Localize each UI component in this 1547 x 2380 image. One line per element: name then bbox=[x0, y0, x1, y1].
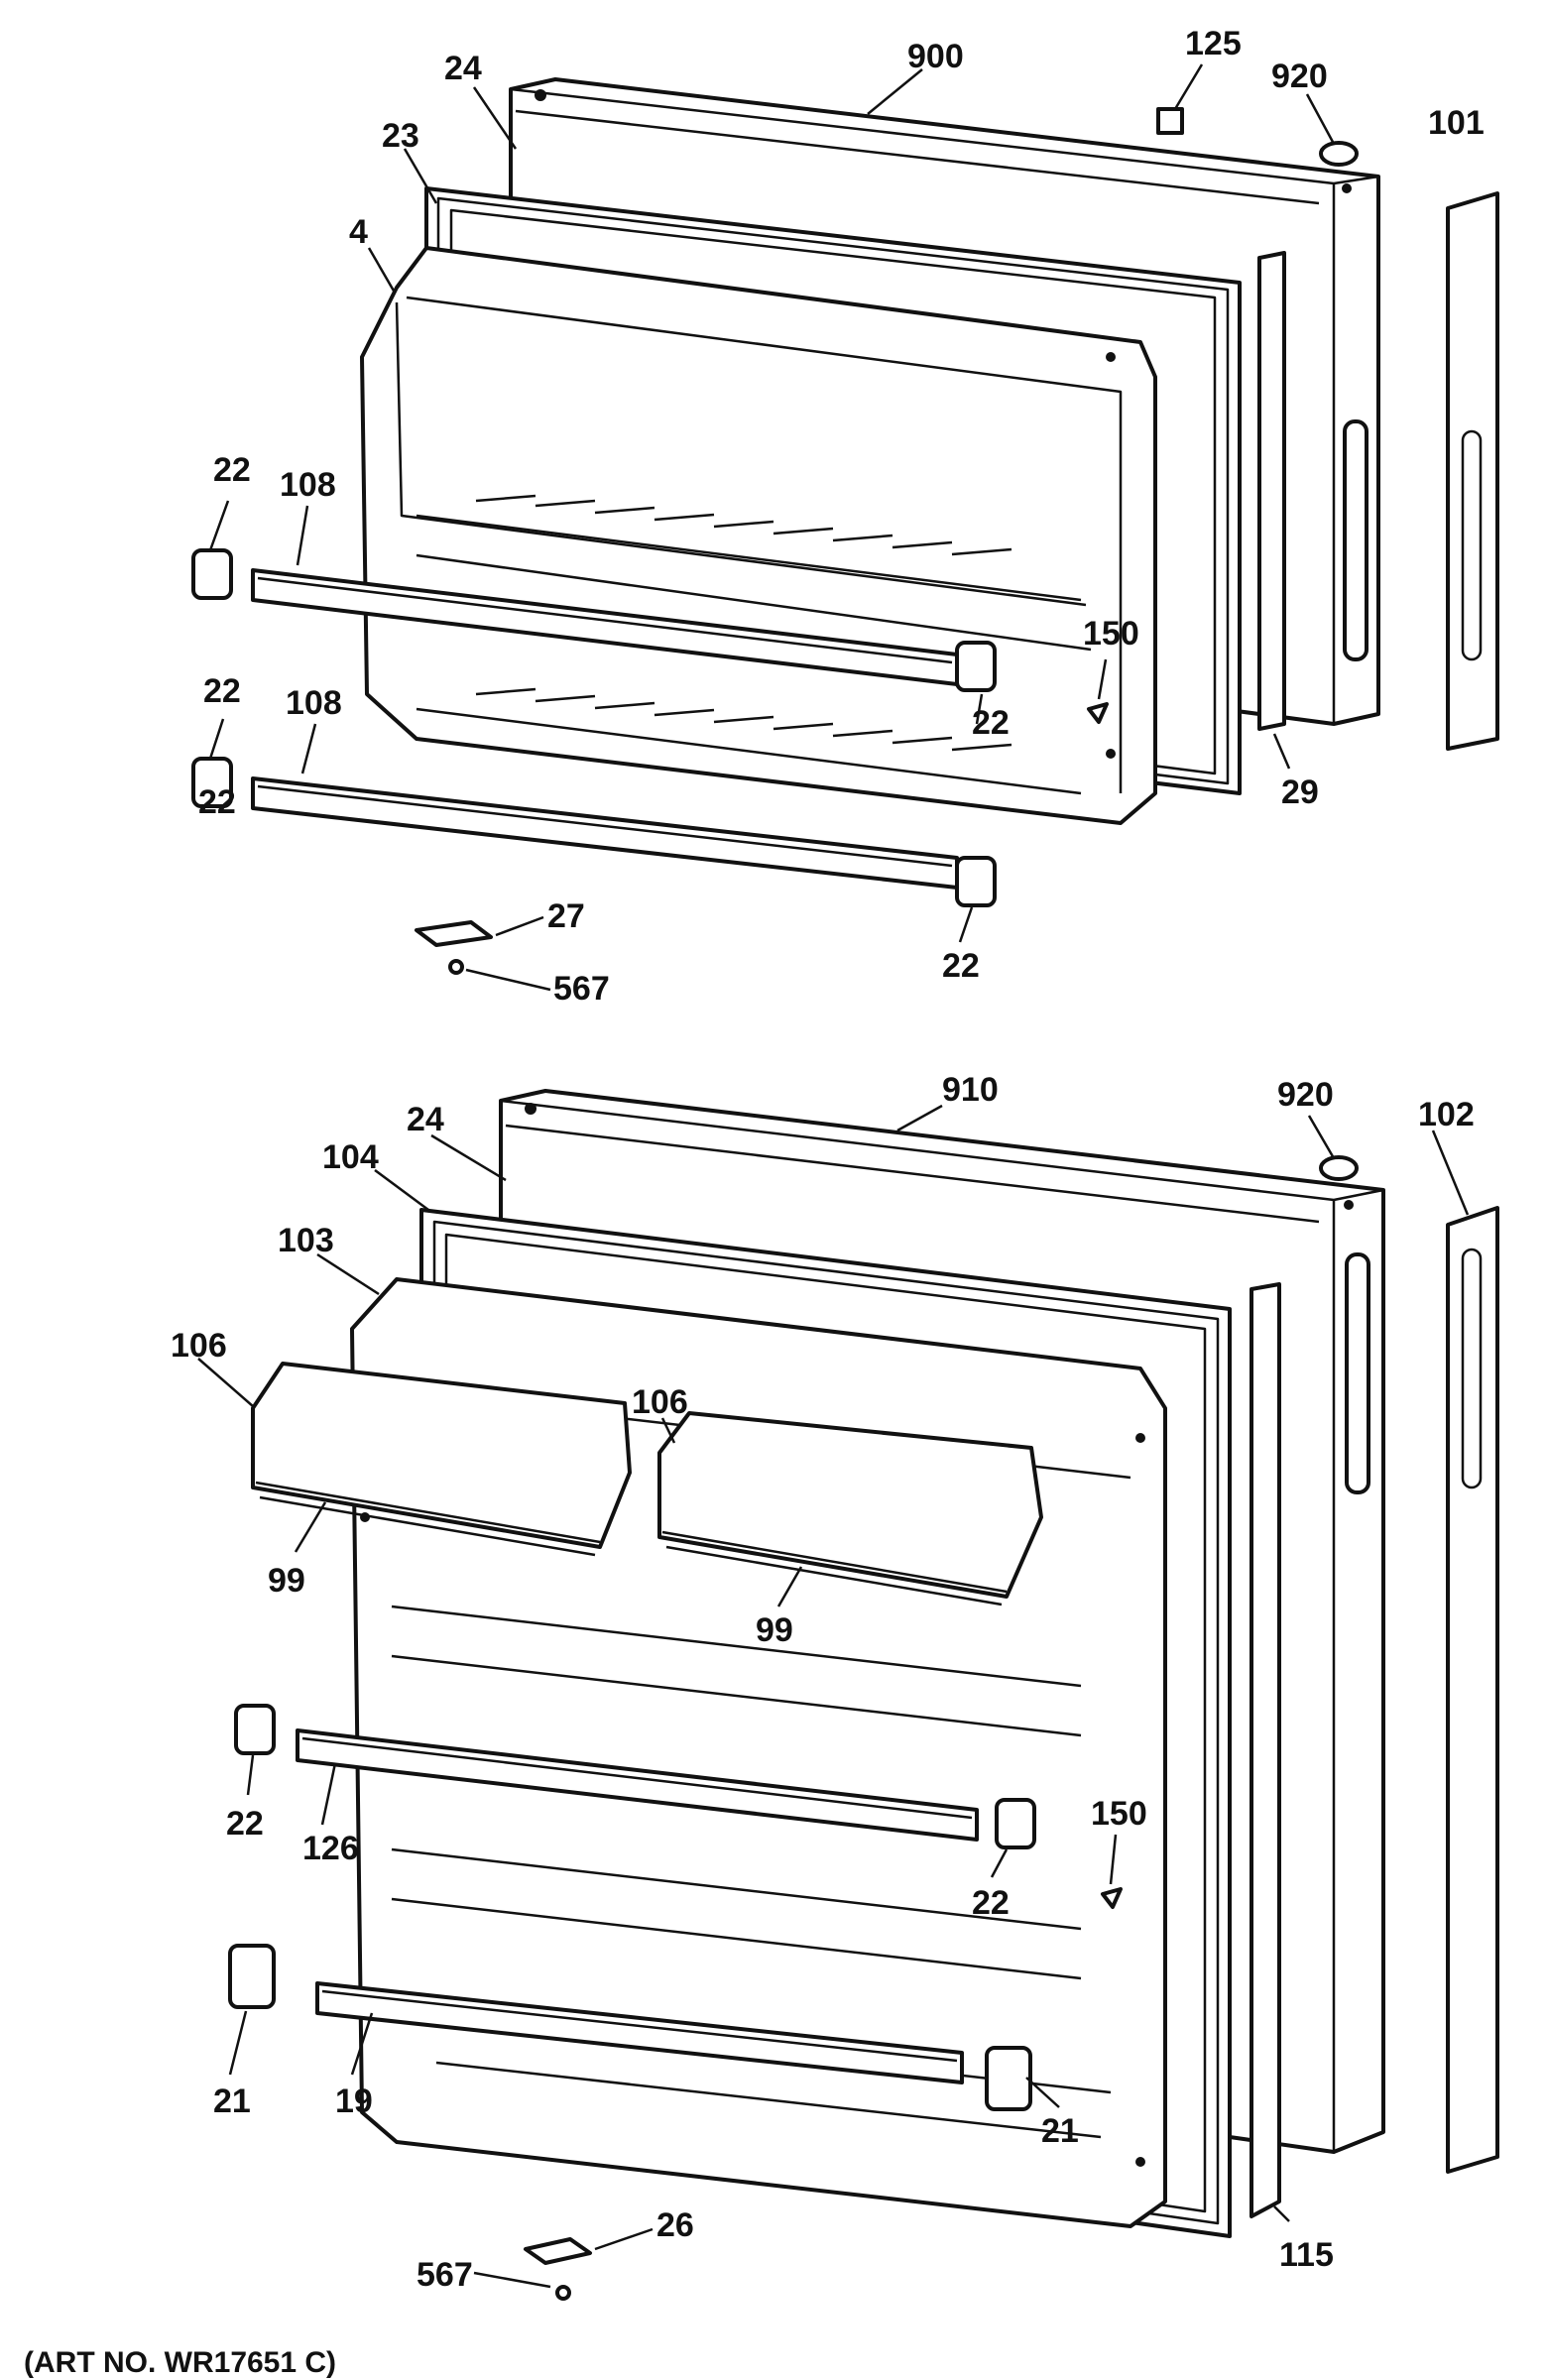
breaker-strip-115 bbox=[1250, 1282, 1281, 2218]
dairy-bin-106-left bbox=[251, 1362, 632, 1557]
screw-150-upper bbox=[1087, 702, 1109, 724]
label-22-mid-right: 22 bbox=[972, 704, 1010, 742]
label-99-right: 99 bbox=[756, 1611, 793, 1649]
end-cap-22-mid-left bbox=[191, 757, 233, 808]
label-115: 115 bbox=[1279, 2236, 1334, 2274]
screw-567-lower bbox=[555, 2285, 571, 2301]
label-27: 27 bbox=[547, 897, 585, 935]
screw-567-upper bbox=[448, 959, 464, 975]
label-24-upper: 24 bbox=[444, 50, 482, 87]
label-900: 900 bbox=[907, 38, 964, 75]
label-102: 102 bbox=[1418, 1096, 1475, 1133]
label-103: 103 bbox=[278, 1222, 334, 1259]
end-cap-22-lower-left bbox=[234, 1704, 276, 1755]
label-29: 29 bbox=[1281, 774, 1319, 811]
label-101: 101 bbox=[1428, 104, 1485, 142]
label-26: 26 bbox=[656, 2206, 694, 2244]
handle-102 bbox=[1446, 1206, 1499, 2174]
label-150-lower: 150 bbox=[1091, 1795, 1147, 1833]
shelf-bar-19 bbox=[315, 1981, 964, 2084]
dairy-bin-106-right bbox=[657, 1411, 1043, 1606]
hinge-plate-26 bbox=[524, 2237, 592, 2265]
label-567-upper: 567 bbox=[553, 970, 610, 1008]
label-920-upper: 920 bbox=[1271, 58, 1328, 95]
label-4: 4 bbox=[349, 213, 368, 251]
upper-door-assembly: 900 125 920 101 24 23 4 22 108 22 150 22… bbox=[191, 25, 1499, 1008]
label-108-upper: 108 bbox=[280, 466, 336, 504]
label-920-lower: 920 bbox=[1277, 1076, 1334, 1114]
label-106-left: 106 bbox=[171, 1327, 227, 1365]
lower-leader-lines bbox=[197, 1104, 1470, 2289]
label-22-bottom-right: 22 bbox=[942, 947, 980, 985]
label-23: 23 bbox=[382, 117, 419, 155]
label-567-lower: 567 bbox=[416, 2256, 473, 2294]
label-106-right: 106 bbox=[632, 1383, 688, 1421]
label-22-lower-left: 22 bbox=[226, 1805, 264, 1843]
label-22-bottom-left: 22 bbox=[198, 783, 236, 821]
end-cap-22-lower-right bbox=[995, 1798, 1036, 1849]
label-99-left: 99 bbox=[268, 1562, 305, 1600]
label-108-lower: 108 bbox=[286, 684, 342, 722]
end-cap-22-top-left bbox=[191, 548, 233, 600]
end-cap-22-bottom-right bbox=[955, 856, 997, 907]
label-19: 19 bbox=[335, 2082, 373, 2120]
upper-leader-lines bbox=[208, 63, 1336, 992]
label-22-upper-left: 22 bbox=[213, 451, 251, 489]
upper-labels: 900 125 920 101 24 23 4 22 108 22 150 22… bbox=[198, 25, 1485, 1008]
plug-button-920-upper bbox=[1319, 141, 1359, 167]
art-number: (ART NO. WR17651 C) bbox=[24, 2346, 336, 2379]
label-126: 126 bbox=[302, 1830, 359, 1867]
end-cap-21-right bbox=[985, 2046, 1032, 2111]
end-cap-21-left bbox=[228, 1944, 276, 2009]
label-150-upper: 150 bbox=[1083, 615, 1139, 653]
label-910: 910 bbox=[942, 1071, 999, 1109]
plug-button-125 bbox=[1156, 107, 1184, 135]
label-104: 104 bbox=[322, 1138, 379, 1176]
shelf-bar-126 bbox=[296, 1728, 979, 1842]
handle-101 bbox=[1446, 191, 1499, 751]
label-22-lower-right: 22 bbox=[972, 1884, 1010, 1922]
door-liner-4 bbox=[360, 246, 1157, 825]
label-24-lower: 24 bbox=[407, 1101, 444, 1138]
breaker-strip-29 bbox=[1257, 251, 1286, 731]
screw-150-lower bbox=[1101, 1887, 1123, 1909]
label-125: 125 bbox=[1185, 25, 1242, 62]
label-21-right: 21 bbox=[1041, 2112, 1079, 2150]
lower-door-assembly: 910 920 102 24 104 103 106 106 99 99 22 … bbox=[171, 1071, 1499, 2301]
plug-button-920-lower bbox=[1319, 1155, 1359, 1181]
label-21-left: 21 bbox=[213, 2082, 251, 2120]
lower-labels: 910 920 102 24 104 103 106 106 99 99 22 … bbox=[171, 1071, 1475, 2294]
shelf-bar-108-lower bbox=[251, 776, 959, 890]
end-cap-22-mid-right bbox=[955, 641, 997, 692]
hinge-plate-27 bbox=[415, 920, 493, 947]
label-22-mid-left: 22 bbox=[203, 672, 241, 710]
